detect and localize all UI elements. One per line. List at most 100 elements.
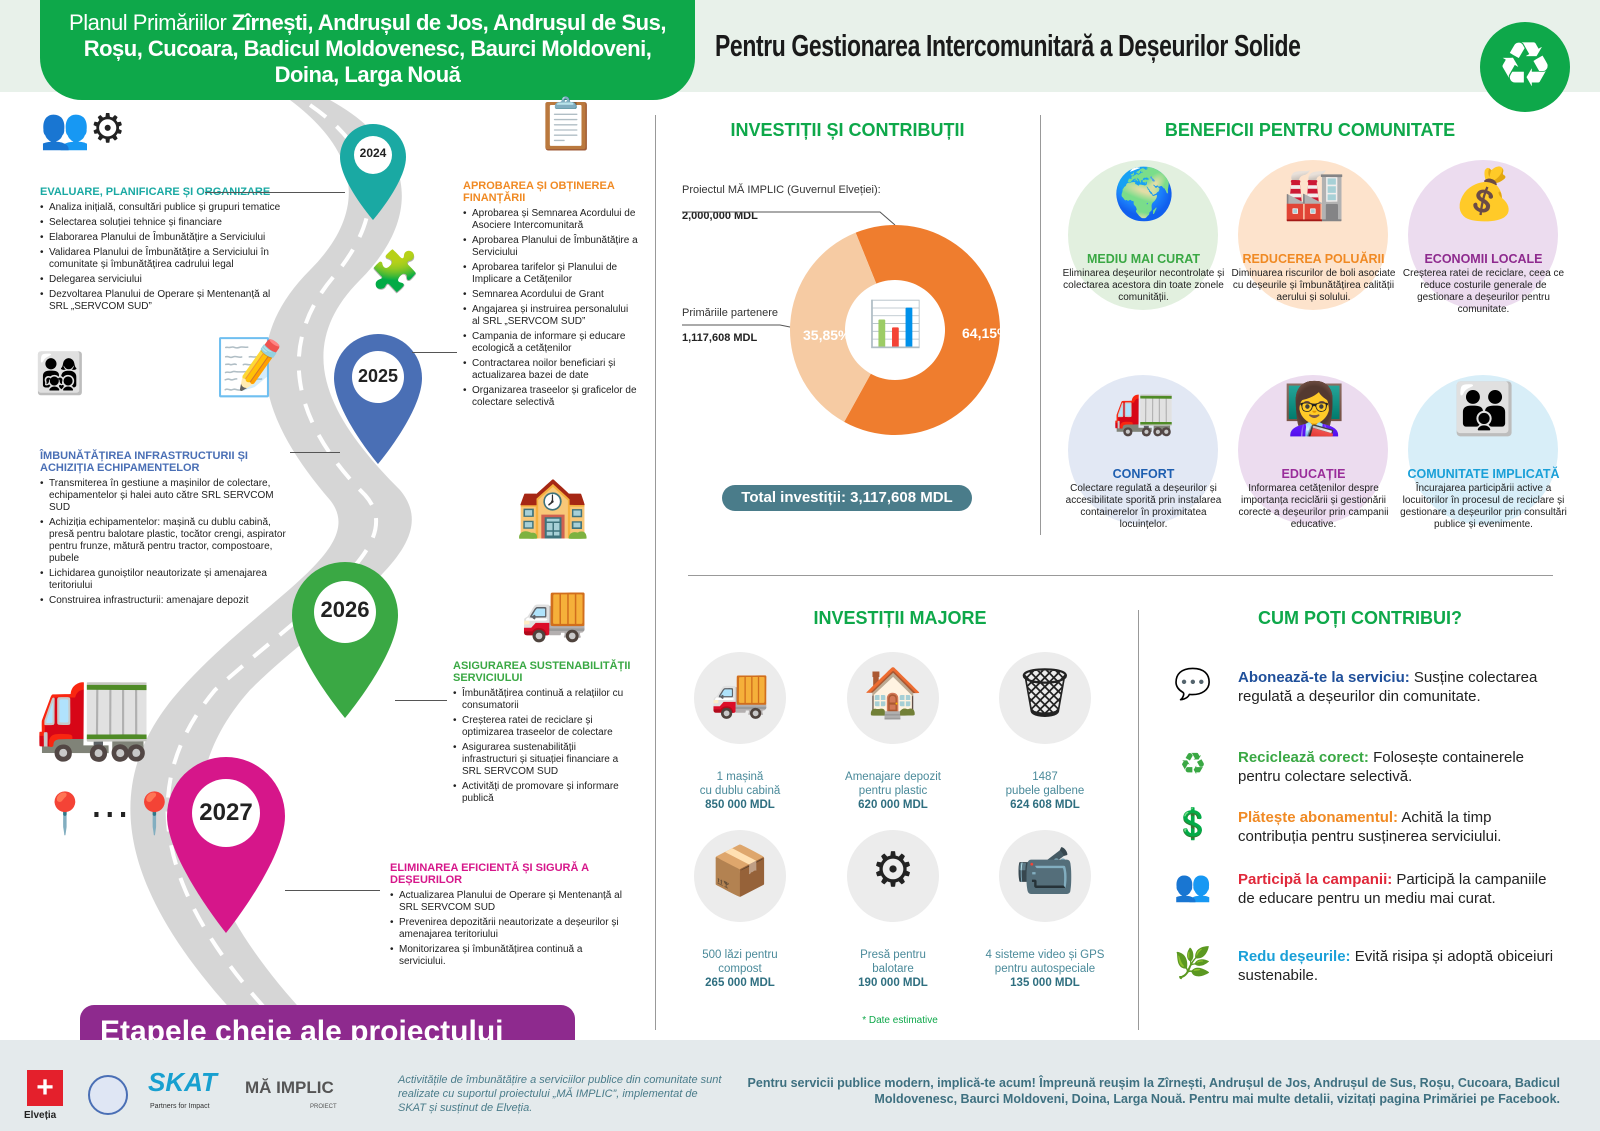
benefit-item: CONFORT Colectare regulată a deșeurilor … xyxy=(1065,467,1222,530)
section-2024-evaluation: EVALUARE, PLANIFICARE ȘI ORGANIZARE Anal… xyxy=(40,186,285,316)
investment-item: 1487 pubele galbene 624 608 MDL xyxy=(1005,771,1085,811)
warehouse-icon: 🏠 xyxy=(863,667,923,720)
list-item: Achiziția echipamentelor: mașină cu dubl… xyxy=(40,517,290,565)
connector-line xyxy=(205,192,345,193)
section-2025-infrastructure: ÎMBUNĂTĂȚIREA INFRASTRUCTURII ȘI ACHIZIȚ… xyxy=(40,450,290,610)
contribute-item: Reciclează corect: Folosește containerel… xyxy=(1238,749,1524,785)
list-item: Analiza inițială, consultări publice și … xyxy=(40,202,285,214)
list-item: Creșterea ratei de reciclare și optimiza… xyxy=(453,715,633,739)
investment-item: 1 mașină cu dublu cabină 850 000 MDL xyxy=(699,771,781,811)
estimate-note: * Date estimative xyxy=(862,1015,938,1026)
benefit-illustration-icon: 🌍 xyxy=(1113,166,1176,222)
swiss-label: Elveția xyxy=(24,1110,57,1121)
benefit-circle xyxy=(1068,375,1218,525)
donut-slice-project xyxy=(844,225,1000,435)
swiss-flag-icon: + xyxy=(27,1070,63,1106)
benefit-illustration-icon: 🏭 xyxy=(1283,166,1346,222)
benefit-item: COMUNITATE IMPLICATĂ Încurajarea partici… xyxy=(1400,467,1567,530)
benefit-circle xyxy=(1408,160,1558,310)
pin-2026 xyxy=(292,562,398,718)
maimplic-logo: MĂ IMPLIC xyxy=(245,1078,334,1097)
list-item: Selectarea soluției tehnice și financiar… xyxy=(40,217,285,229)
list-item: Campania de informare și educare ecologi… xyxy=(463,331,638,355)
benefit-circle xyxy=(1068,160,1218,310)
divider xyxy=(1040,115,1041,535)
plan-title-box: Planul Primăriilor Zîrnești, Andrușul de… xyxy=(40,0,695,100)
divider xyxy=(655,115,656,1030)
contribution-donut xyxy=(682,211,1000,435)
benefit-illustration-icon: 👪 xyxy=(1453,381,1516,437)
year-2026: 2026 xyxy=(320,597,370,622)
investment-circle xyxy=(999,652,1091,744)
connector-line xyxy=(285,890,380,891)
compost-icon: 📦 xyxy=(710,845,770,898)
connector-line xyxy=(290,452,340,453)
section-2027-disposal: ELIMINAREA EFICIENTĂ ȘI SIGURĂ A DEȘEURI… xyxy=(390,862,630,971)
benefit-illustration-icon: 🚛 xyxy=(1113,381,1176,437)
skat-logo: SKAT xyxy=(148,1067,217,1097)
divider xyxy=(688,575,1553,576)
plan-localities: Zîrnești, Andrușul de Jos, Andrușul de S… xyxy=(83,10,667,87)
large-garbage-truck-icon: 🚛 xyxy=(35,657,154,763)
checklist-icon: 📝 xyxy=(215,336,284,398)
list-item: Elaborarea Planului de Îmbunătățire a Se… xyxy=(40,232,285,244)
investment-circle xyxy=(999,830,1091,922)
truck-icon: 🚚 xyxy=(710,667,770,720)
investment-item: 500 lăzi pentru compost 265 000 MDL xyxy=(702,949,778,989)
connector-line xyxy=(395,700,447,701)
major-investments-title: INVESTIȚII MAJORE xyxy=(813,608,987,628)
footer-cta: Pentru servicii publice modern, implică-… xyxy=(747,1076,1560,1106)
list-item: Asigurarea sustenabilității infrastructu… xyxy=(453,742,633,778)
investment-circle xyxy=(847,652,939,744)
bin-icon: 🗑 xyxy=(1014,667,1076,720)
connector-line xyxy=(412,352,457,353)
investment-item: Presă pentru balotare 190 000 MDL xyxy=(858,949,928,989)
list-item: Dezvoltarea Planului de Operare și Mente… xyxy=(40,289,285,313)
skat-tagline: Partners for Impact xyxy=(150,1103,210,1110)
investment-item: 4 sisteme video și GPS pentru autospecia… xyxy=(985,949,1105,989)
benefit-circle xyxy=(1408,375,1558,525)
list-item: Semnarea Acordului de Grant xyxy=(463,289,638,301)
benefit-illustration-icon: 💰 xyxy=(1453,166,1516,222)
meeting-illustration-icon: 👨‍👩‍👧‍👦 xyxy=(35,352,85,396)
contribute-item: Participă la campanii: Participă la camp… xyxy=(1238,871,1547,907)
partners-label: Primăriile partenere xyxy=(682,307,778,319)
list-item: Transmiterea în gestiune a mașinilor de … xyxy=(40,478,290,514)
list-item: Activități de promovare și informare pub… xyxy=(453,781,633,805)
investment-item: Amenajare depozit pentru plastic 620 000… xyxy=(845,771,941,811)
investment-circle xyxy=(694,830,786,922)
press-icon: ⚙ xyxy=(871,844,915,897)
benefits-title: BENEFICII PENTRU COMUNITATE xyxy=(1164,120,1456,140)
puzzle-icon: 🧩 xyxy=(370,250,420,294)
year-2024: 2024 xyxy=(359,146,387,160)
list-item: Delegarea serviciului xyxy=(40,274,285,286)
recycle-icon: ♻ xyxy=(1480,22,1570,112)
year-2025: 2025 xyxy=(357,366,399,386)
list-item: Validarea Planului de Îmbunătățire a Ser… xyxy=(40,247,285,271)
garbage-truck-icon: 🚚 xyxy=(520,581,589,643)
year-2027: 2027 xyxy=(199,799,253,826)
list-item: Aprobarea și Semnarea Acordului de Asoci… xyxy=(463,208,638,232)
benefit-circle xyxy=(1238,375,1388,525)
footer xyxy=(0,1040,1600,1131)
pin-2025 xyxy=(334,334,422,464)
section-2024-financing: APROBAREA ȘI OBȚINEREA FINANȚĂRII Aproba… xyxy=(463,180,638,412)
contribute-item: Plătește abonamentul: Achită la timp con… xyxy=(1238,809,1502,845)
subscribe-icon: 💬 xyxy=(1174,668,1212,701)
total-investments-badge: Total investiții: 3,117,608 MDL xyxy=(722,485,972,511)
benefit-illustration-icon: 👩‍🏫 xyxy=(1283,381,1346,437)
contribute-title: CUM POȚI CONTRIBUI? xyxy=(1258,608,1462,628)
government-seal-logo xyxy=(88,1075,128,1115)
list-item: Actualizarea Planului de Operare și Ment… xyxy=(390,890,630,914)
list-item: Organizarea traseelor și graficelor de c… xyxy=(463,385,638,409)
list-item: Construirea infrastructurii: amenajare d… xyxy=(40,595,290,607)
camera-icon: 📹 xyxy=(1015,845,1075,898)
benefit-item: ECONOMII LOCALE Creșterea ratei de recic… xyxy=(1402,252,1565,315)
pin-2027 xyxy=(167,757,285,933)
route-map-icon: 📍⋯📍 xyxy=(40,792,180,836)
investment-circle xyxy=(847,830,939,922)
clipboard-icon: 📋 xyxy=(535,96,598,152)
list-item: Lichidarea gunoiștilor neautorizate și a… xyxy=(40,568,290,592)
benefit-item: REDUCEREA POLUĂRII Diminuarea riscurilor… xyxy=(1231,252,1396,303)
team-illustration-icon: 👥⚙ xyxy=(40,107,126,151)
